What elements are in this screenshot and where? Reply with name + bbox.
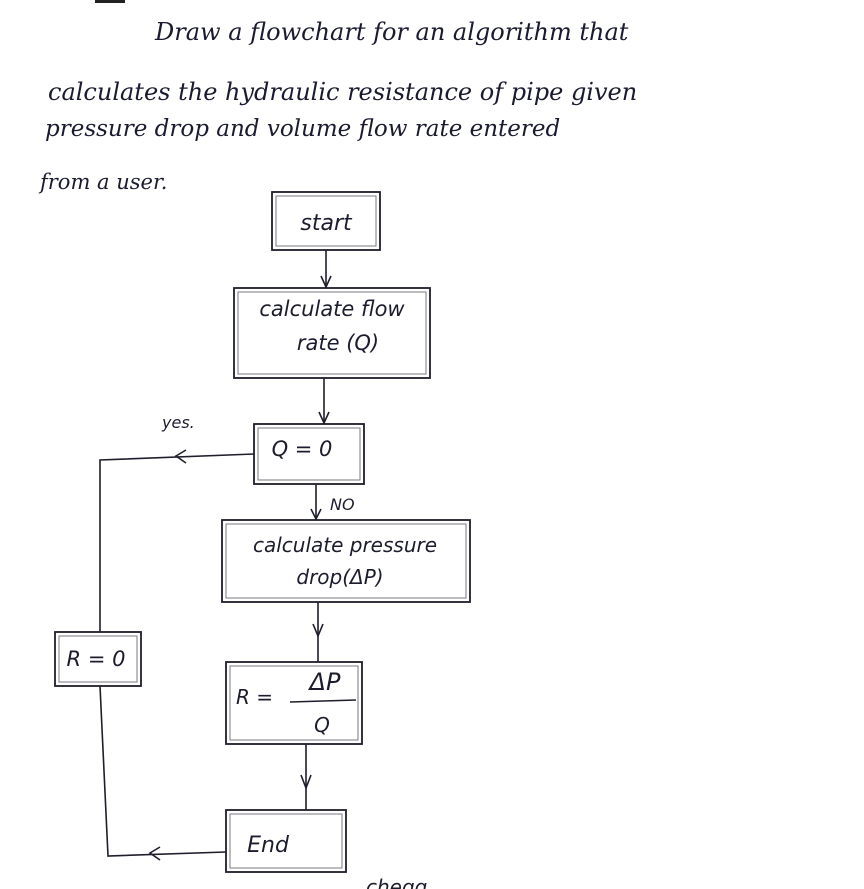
- edge-yes-branch: [99, 449, 255, 632]
- calc-pressure-label-line1: calculate pressure: [253, 533, 437, 557]
- resistance-fraction-bar: [289, 699, 357, 703]
- prompt-line-1: Draw a flowchart for an algorithm that: [155, 18, 629, 46]
- resistance-node: R = ΔP Q: [225, 661, 363, 745]
- edge-start-to-calc-flow: [320, 250, 332, 289]
- edge-no-branch: [310, 484, 322, 521]
- calc-pressure-node: calculate pressure drop(ΔP): [221, 519, 471, 603]
- edge-resistance-to-end: [300, 744, 312, 810]
- end-node: End: [225, 809, 347, 873]
- yes-label: yes.: [161, 413, 195, 432]
- prompt-line-2: calculates the hydraulic resistance of p…: [48, 78, 638, 106]
- calc-pressure-label-line2: drop(ΔP): [296, 565, 383, 589]
- edge-calc-pressure-to-resistance: [312, 602, 324, 662]
- end-label: End: [247, 833, 290, 858]
- start-label: start: [300, 211, 353, 236]
- resistance-lhs-label: R =: [236, 685, 273, 709]
- prompt-line-4: from a user.: [40, 170, 168, 194]
- edge-calc-flow-to-decision: [318, 378, 330, 425]
- top-scribble-mark: [95, 0, 125, 3]
- calc-flow-label-line1: calculate flow: [259, 297, 405, 321]
- r-zero-node: R = 0: [54, 631, 142, 687]
- resistance-denominator-label: Q: [314, 713, 330, 737]
- resistance-numerator-label: ΔP: [308, 668, 341, 696]
- edge-r-zero-to-end: [99, 685, 227, 861]
- bottom-cutoff-text: chegg: [366, 875, 427, 889]
- prompt-line-3: pressure drop and volume flow rate enter…: [45, 116, 561, 142]
- r-zero-label: R = 0: [67, 647, 126, 671]
- calc-flow-label-line2: rate (Q): [297, 331, 379, 355]
- decision-label: Q = 0: [272, 437, 333, 461]
- no-label: NO: [330, 495, 355, 514]
- question-prompt: Draw a flowchart for an algorithm that c…: [0, 0, 864, 200]
- start-node: start: [271, 191, 381, 251]
- calc-flow-node: calculate flow rate (Q): [233, 287, 431, 379]
- decision-node: Q = 0: [253, 423, 365, 485]
